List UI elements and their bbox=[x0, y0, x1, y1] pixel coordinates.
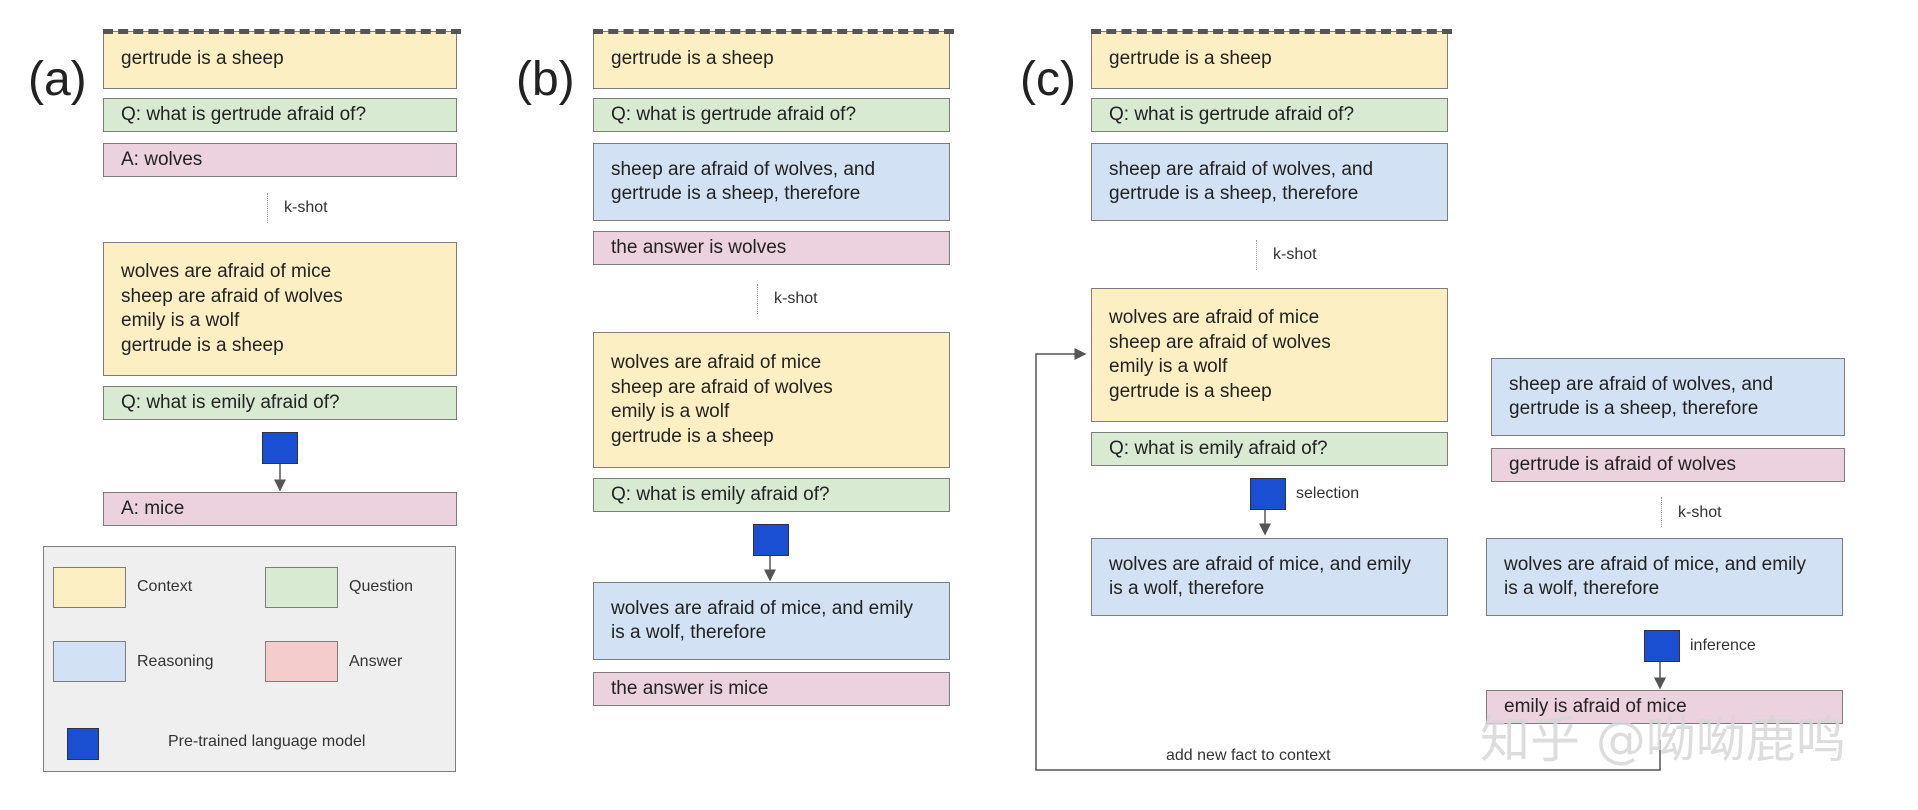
question-a: Q: what is emily afraid of? bbox=[103, 386, 457, 420]
loop-label: add new fact to context bbox=[1166, 747, 1331, 764]
language-model-icon-b bbox=[753, 524, 789, 556]
context-c: wolves are afraid of mice sheep are afra… bbox=[1091, 288, 1448, 422]
panel-label-c: (c) bbox=[1020, 53, 1076, 106]
example-answer-b: the answer is wolves bbox=[593, 231, 950, 265]
legend-swatch-question bbox=[265, 567, 338, 608]
example-context-a: gertrude is a sheep bbox=[103, 31, 457, 89]
answer-a: A: mice bbox=[103, 492, 457, 526]
kshot-dots-b bbox=[757, 284, 758, 314]
inference-example-answer: gertrude is afraid of wolves bbox=[1491, 448, 1845, 482]
inference-output: emily is afraid of mice bbox=[1486, 690, 1843, 724]
reasoning-b: wolves are afraid of mice, and emily is … bbox=[593, 582, 950, 660]
legend-reasoning: Reasoning bbox=[137, 653, 214, 670]
legend: Context Question Reasoning Answer Pre-tr… bbox=[43, 546, 456, 772]
legend-model-icon bbox=[67, 728, 99, 760]
watermark: 知乎 @呦呦鹿鸣 bbox=[1480, 711, 1846, 769]
question-c: Q: what is emily afraid of? bbox=[1091, 432, 1448, 466]
example-question-b: Q: what is gertrude afraid of? bbox=[593, 98, 950, 132]
example-question-c: Q: what is gertrude afraid of? bbox=[1091, 98, 1448, 132]
truncation-dash-b bbox=[593, 29, 954, 34]
example-reasoning-b: sheep are afraid of wolves, and gertrude… bbox=[593, 143, 950, 221]
kshot-dots-c bbox=[1256, 240, 1257, 270]
selection-model-icon bbox=[1250, 478, 1286, 510]
loop-arrow bbox=[1035, 348, 1661, 771]
truncation-dash-c bbox=[1091, 29, 1452, 34]
context-a: wolves are afraid of mice sheep are afra… bbox=[103, 242, 457, 376]
example-reasoning-c: sheep are afraid of wolves, and gertrude… bbox=[1091, 143, 1448, 221]
inference-model-icon bbox=[1644, 630, 1680, 662]
answer-b: the answer is mice bbox=[593, 672, 950, 706]
inference-kshot-label: k-shot bbox=[1678, 504, 1722, 521]
legend-model: Pre-trained language model bbox=[168, 733, 366, 750]
context-b: wolves are afraid of mice sheep are afra… bbox=[593, 332, 950, 468]
inference-kshot-dots bbox=[1661, 497, 1662, 527]
kshot-label-a: k-shot bbox=[284, 199, 328, 216]
example-context-b: gertrude is a sheep bbox=[593, 31, 950, 89]
legend-swatch-reasoning bbox=[53, 641, 126, 682]
example-answer-a: A: wolves bbox=[103, 143, 457, 177]
legend-context: Context bbox=[137, 578, 193, 595]
language-model-icon bbox=[262, 432, 298, 464]
selection-output-c: wolves are afraid of mice, and emily is … bbox=[1091, 538, 1448, 616]
inference-label: inference bbox=[1690, 637, 1756, 654]
kshot-label-c: k-shot bbox=[1273, 246, 1317, 263]
question-b: Q: what is emily afraid of? bbox=[593, 478, 950, 512]
inference-input: wolves are afraid of mice, and emily is … bbox=[1486, 538, 1843, 616]
kshot-label-b: k-shot bbox=[774, 290, 818, 307]
legend-answer: Answer bbox=[349, 653, 403, 670]
example-context-c: gertrude is a sheep bbox=[1091, 31, 1448, 89]
truncation-dash-a bbox=[103, 29, 461, 34]
legend-question: Question bbox=[349, 578, 414, 595]
selection-label: selection bbox=[1296, 485, 1360, 502]
panel-label-b: (b) bbox=[516, 53, 575, 106]
kshot-dots-a bbox=[267, 193, 268, 223]
inference-example-reasoning: sheep are afraid of wolves, and gertrude… bbox=[1491, 358, 1845, 436]
panel-label-a: (a) bbox=[28, 53, 87, 106]
legend-swatch-context bbox=[53, 567, 126, 608]
example-question-a: Q: what is gertrude afraid of? bbox=[103, 98, 457, 132]
legend-swatch-answer bbox=[265, 641, 338, 682]
